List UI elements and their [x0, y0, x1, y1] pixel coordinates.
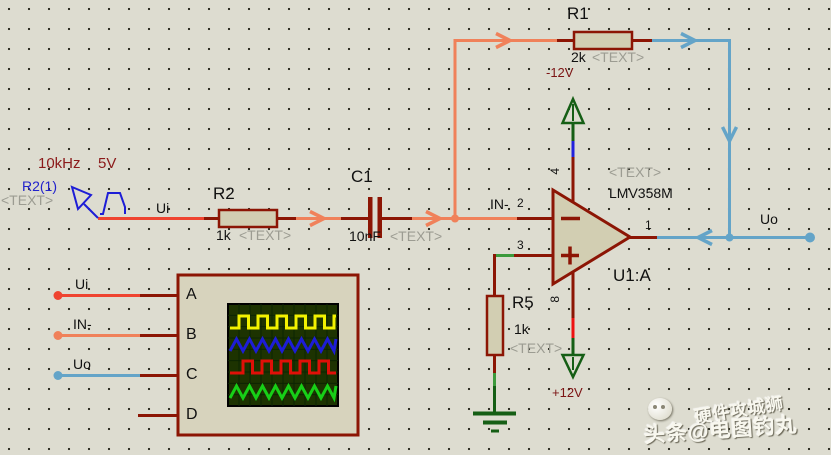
net-label-ui: Ui: [156, 200, 170, 216]
power-arrow-neg-icon[interactable]: [560, 95, 586, 125]
current-arrow-right-icon: [309, 209, 328, 228]
r5-value-label: 1k: [514, 321, 529, 337]
scope-waveforms: [228, 314, 338, 403]
r2-ref-label: R2: [213, 184, 235, 203]
power-arrow-pos-icon[interactable]: [560, 353, 586, 380]
junction-dot: [725, 233, 734, 242]
r2-body[interactable]: [217, 208, 279, 229]
current-arrow-right-icon: [680, 31, 699, 50]
r1-text-placeholder: <TEXT>: [592, 49, 645, 65]
opamp-pin4-number: 4: [548, 167, 563, 175]
scope-input-in-minus-label: IN-: [73, 316, 92, 332]
signal-generator-icon[interactable]: [70, 185, 126, 219]
terminal-uo-scope[interactable]: [53, 371, 63, 380]
r1-body[interactable]: [572, 30, 634, 51]
opamp-text-placeholder: <TEXT>: [609, 164, 662, 180]
current-arrow-right-icon: [425, 209, 444, 228]
net-label-in-minus: IN-: [490, 196, 509, 212]
wire-feedback-right[interactable]: [652, 39, 731, 238]
current-arrow-left-icon: [694, 228, 713, 247]
wire-feedback-left[interactable]: [453, 39, 557, 219]
c1-text-placeholder: <TEXT>: [390, 228, 443, 244]
c1-plate-right: [377, 197, 382, 238]
c1-plate-left: [368, 197, 373, 238]
c1-ref-label: C1: [351, 167, 373, 186]
r5-text-placeholder: <TEXT>: [510, 340, 563, 356]
wave-yellow-square: [230, 314, 336, 330]
c1-body[interactable]: [368, 197, 382, 238]
pos-rail-label: +12V: [552, 385, 583, 400]
c1-value-label: 10nF: [349, 228, 381, 244]
terminal-ui[interactable]: [53, 291, 63, 300]
opamp-pin8-number: 8: [548, 295, 563, 303]
r1-value-label: 2k: [571, 49, 586, 65]
r5-body[interactable]: [485, 294, 505, 357]
watermark-logo-icon: [648, 398, 672, 420]
wave-green-triangle: [228, 382, 338, 403]
r1-ref-label: R1: [567, 4, 589, 23]
scope-pin-d-label: D: [186, 406, 198, 423]
scope-input-ui-label: Ui: [75, 276, 89, 292]
r5-ref-label: R5: [512, 293, 534, 312]
opamp-pin1-number: 1: [645, 218, 652, 232]
ground-symbol[interactable]: [473, 411, 516, 433]
neg-rail-label: -12V: [546, 65, 574, 80]
wave-blue-triangle: [228, 335, 338, 356]
generator-amplitude-label: 5V: [98, 155, 117, 172]
opamp-part-label: LMV358M: [609, 185, 673, 201]
wave-red-square: [230, 359, 336, 375]
scope-input-uo-label: Uo: [73, 356, 91, 372]
current-arrow-down-icon: [720, 126, 739, 145]
r2-value-label: 1k: [216, 227, 231, 243]
opamp-plus-icon: [561, 246, 579, 265]
r2-text-placeholder: <TEXT>: [239, 227, 292, 243]
scope-pin-b-label: B: [186, 326, 197, 343]
generator-freq-label: 10kHz: [38, 155, 81, 172]
opamp-ref-label: U1:A: [613, 266, 651, 285]
opamp-body[interactable]: [551, 187, 633, 287]
scope-pin-a-label: A: [186, 286, 197, 303]
terminal-uo[interactable]: [805, 232, 815, 243]
scope-pin-c-label: C: [186, 366, 198, 383]
net-label-uo: Uo: [760, 211, 778, 227]
junction-dot: [451, 214, 459, 223]
opamp-pin3-number: 3: [517, 238, 524, 252]
terminal-in-minus[interactable]: [53, 331, 63, 340]
current-arrow-right-icon: [495, 31, 514, 50]
generator-text-placeholder: <TEXT>: [1, 192, 54, 208]
opamp-pin2-number: 2: [517, 196, 524, 210]
generator-ref-label: R2(1): [22, 178, 58, 194]
